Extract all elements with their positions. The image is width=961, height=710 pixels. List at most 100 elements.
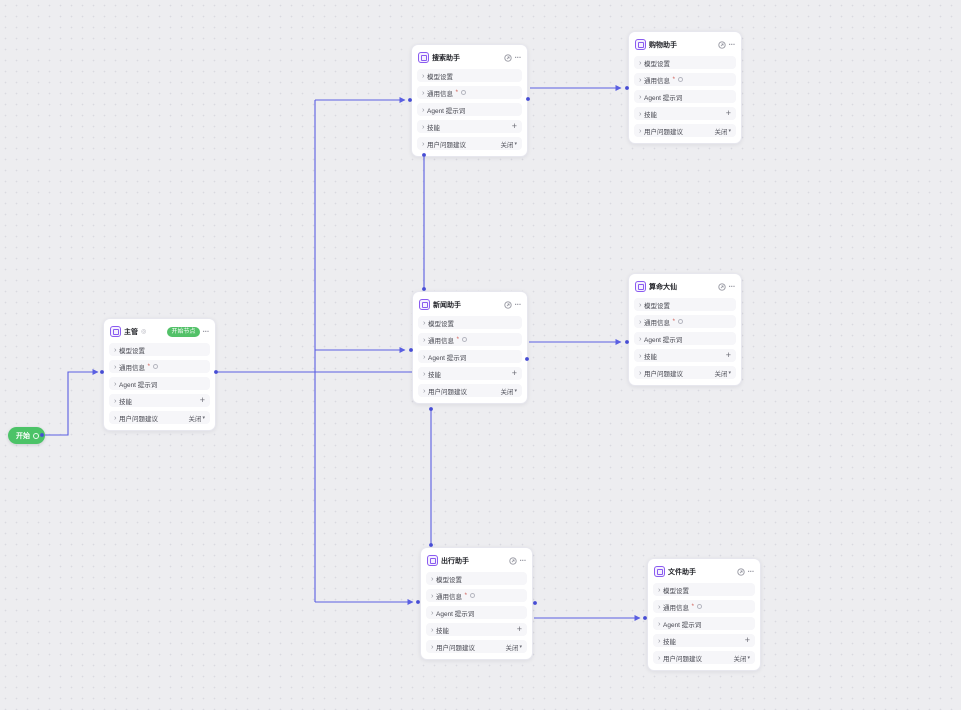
agent-node-travel-assistant[interactable]: 出行助手 ··· ›模型设置 ›通用信息* ›Agent 提示词 ›技能+ ›用户问题建议关… bbox=[420, 547, 533, 660]
expand-icon[interactable] bbox=[736, 567, 745, 576]
node-section-row[interactable]: ›模型设置 bbox=[634, 56, 736, 69]
add-skill-button[interactable]: + bbox=[511, 121, 517, 131]
info-icon bbox=[461, 337, 467, 342]
chevron-right-icon: › bbox=[431, 625, 434, 634]
node-section-row[interactable]: ›Agent 提示词 bbox=[653, 617, 755, 630]
node-section-row[interactable]: ›模型设置 bbox=[109, 343, 210, 356]
node-section-row[interactable]: ›模型设置 bbox=[426, 572, 527, 585]
node-section-row[interactable]: ›Agent 提示词 bbox=[417, 103, 522, 116]
node-section-row[interactable]: ›技能+ bbox=[418, 367, 522, 380]
more-icon[interactable]: ··· bbox=[747, 566, 755, 576]
chevron-right-icon: › bbox=[423, 386, 426, 395]
node-section-row[interactable]: ›技能+ bbox=[634, 107, 736, 120]
row-label: 用户问题建议 bbox=[663, 655, 702, 663]
row-action-label: 关闭 bbox=[500, 141, 514, 149]
add-skill-button[interactable]: + bbox=[511, 368, 517, 378]
status-icon: ◎ bbox=[141, 328, 147, 335]
required-asterisk: * bbox=[147, 363, 151, 370]
node-section-row[interactable]: ›通用信息* bbox=[634, 73, 736, 86]
row-label: 通用信息 bbox=[428, 337, 454, 345]
node-title: 主管 bbox=[124, 328, 138, 336]
chevron-right-icon: › bbox=[422, 122, 425, 131]
node-section-row[interactable]: ›模型设置 bbox=[653, 583, 755, 596]
more-icon[interactable]: ··· bbox=[728, 281, 736, 291]
agent-node-file-assistant[interactable]: 文件助手···›模型设置›通用信息*›Agent 提示词›技能+›用户问题建议关… bbox=[647, 558, 761, 671]
row-label: Agent 提示词 bbox=[644, 94, 683, 102]
more-icon[interactable]: ··· bbox=[728, 39, 736, 49]
row-action-dropdown[interactable]: 关闭▾ bbox=[500, 139, 517, 149]
node-section-row[interactable]: ›用户问题建议关闭▾ bbox=[426, 640, 527, 653]
row-action-dropdown[interactable]: 关闭▾ bbox=[505, 642, 522, 652]
node-section-row[interactable]: ›用户问题建议关闭▾ bbox=[418, 384, 522, 397]
node-section-row[interactable]: ›通用信息* bbox=[426, 589, 527, 602]
start-node[interactable]: 开始 bbox=[8, 427, 45, 444]
more-icon[interactable]: ··· bbox=[514, 52, 522, 62]
agent-node-fortune-master[interactable]: 算命大仙··· ›模型设置 ›通用信息* ›Agent 提示词 ›技能+ ›用户问题建议关… bbox=[628, 273, 742, 386]
row-label: 通用信息 bbox=[119, 364, 145, 372]
node-section-row[interactable]: ›通用信息* bbox=[653, 600, 755, 613]
agent-node-supervisor[interactable]: 主管◎开始节点···›模型设置›通用信息*›Agent 提示词›技能+›用户问题… bbox=[103, 318, 216, 431]
add-skill-button[interactable]: + bbox=[199, 395, 205, 405]
chevron-right-icon: › bbox=[431, 642, 434, 651]
node-title: 文件助手 bbox=[668, 568, 696, 576]
more-icon[interactable]: ··· bbox=[202, 326, 210, 336]
node-section-row[interactable]: ›Agent 提示词 bbox=[418, 350, 522, 363]
node-section-row[interactable]: ›用户问题建议关闭▾ bbox=[417, 137, 522, 150]
node-section-row[interactable]: ›用户问题建议关闭▾ bbox=[109, 411, 210, 424]
port-dot[interactable] bbox=[533, 601, 537, 605]
node-section-row[interactable]: ›模型设置 bbox=[417, 69, 522, 82]
row-label: Agent 提示词 bbox=[119, 381, 158, 389]
node-section-row[interactable]: ›通用信息* bbox=[109, 360, 210, 373]
expand-icon[interactable] bbox=[717, 40, 726, 49]
agent-node-news-assistant[interactable]: 新闻助手···›模型设置›通用信息*›Agent 提示词›技能+›用户问题建议关… bbox=[412, 291, 528, 404]
node-section-row[interactable]: ›Agent 提示词 bbox=[634, 332, 736, 345]
node-section-row[interactable]: ›技能+ bbox=[653, 634, 755, 647]
expand-icon[interactable] bbox=[717, 282, 726, 291]
node-section-row[interactable]: ›用户问题建议关闭▾ bbox=[653, 651, 755, 664]
add-skill-button[interactable]: + bbox=[725, 350, 731, 360]
row-action-dropdown[interactable]: 关闭▾ bbox=[188, 413, 205, 423]
port-dot[interactable] bbox=[429, 407, 433, 411]
add-skill-button[interactable]: + bbox=[725, 108, 731, 118]
node-section-row[interactable]: ›模型设置 bbox=[634, 298, 736, 311]
more-icon[interactable]: ··· bbox=[519, 555, 527, 565]
required-asterisk: * bbox=[455, 89, 459, 96]
agent-node-shopping-assistant[interactable]: 购物助手···›模型设置›通用信息*›Agent 提示词›技能+›用户问题建议关… bbox=[628, 31, 742, 144]
row-action-dropdown[interactable]: 关闭▾ bbox=[714, 126, 731, 136]
caret-down-icon: ▾ bbox=[728, 127, 731, 134]
node-header: 算命大仙··· bbox=[634, 279, 736, 294]
row-label: 技能 bbox=[427, 124, 440, 132]
expand-icon[interactable] bbox=[503, 53, 512, 62]
row-action-label: 关闭 bbox=[714, 370, 728, 378]
add-skill-button[interactable]: + bbox=[516, 624, 522, 634]
node-section-row[interactable]: ›技能 + bbox=[417, 120, 522, 133]
node-section-row[interactable]: ›Agent 提示词 bbox=[634, 90, 736, 103]
row-label: 技能 bbox=[644, 111, 657, 119]
row-action-dropdown[interactable]: 关闭▾ bbox=[500, 386, 517, 396]
row-action-dropdown[interactable]: 关闭▾ bbox=[714, 368, 731, 378]
node-section-row[interactable]: ›用户问题建议关闭▾ bbox=[634, 366, 736, 379]
expand-icon[interactable] bbox=[503, 300, 512, 309]
node-section-row[interactable]: ›技能+ bbox=[109, 394, 210, 407]
node-section-row[interactable]: ›Agent 提示词 bbox=[109, 377, 210, 390]
node-section-row[interactable]: ›Agent 提示词 bbox=[426, 606, 527, 619]
node-section-row[interactable]: ›通用信息* bbox=[634, 315, 736, 328]
more-icon[interactable]: ··· bbox=[514, 299, 522, 309]
node-section-row[interactable]: ›技能+ bbox=[426, 623, 527, 636]
chevron-right-icon: › bbox=[422, 71, 425, 80]
node-section-row[interactable]: ›模型设置 bbox=[418, 316, 522, 329]
chevron-right-icon: › bbox=[639, 126, 642, 135]
agent-node-search-assistant[interactable]: 搜索助手···›模型设置›通用信息*›Agent 提示词›技能+›用户问题建议关… bbox=[411, 44, 528, 157]
node-section-row[interactable]: ›通用信息* bbox=[417, 86, 522, 99]
node-title: 出行助手 bbox=[441, 557, 469, 565]
node-section-row[interactable]: ›技能+ bbox=[634, 349, 736, 362]
chevron-right-icon: › bbox=[639, 317, 642, 326]
caret-down-icon: ▾ bbox=[514, 140, 517, 147]
row-action-dropdown[interactable]: 关闭▾ bbox=[733, 653, 750, 663]
node-section-row[interactable]: ›通用信息* bbox=[418, 333, 522, 346]
node-section-row[interactable]: ›用户问题建议关闭▾ bbox=[634, 124, 736, 137]
add-skill-button[interactable]: + bbox=[744, 635, 750, 645]
expand-icon[interactable] bbox=[508, 556, 517, 565]
agent-icon bbox=[654, 566, 665, 577]
